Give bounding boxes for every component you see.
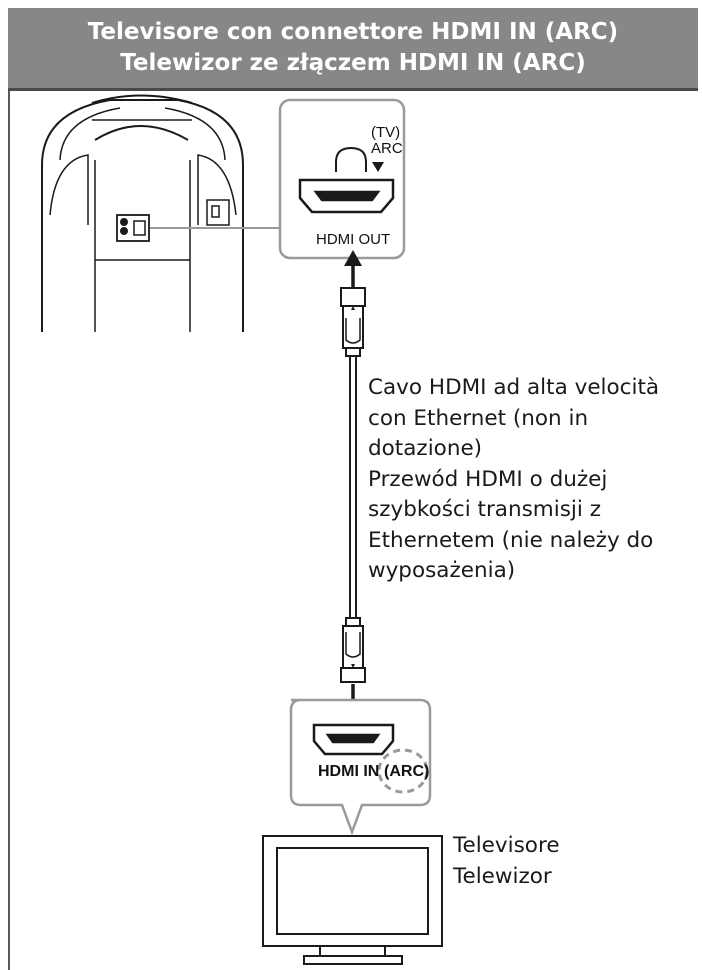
television-icon: [262, 835, 443, 965]
arc-label-small: ARC: [371, 140, 403, 157]
left-border: [8, 91, 10, 970]
cable-label-line: Przewód HDMI o dużej: [368, 466, 608, 492]
cable-description: Cavo HDMI ad alta velocità con Ethernet …: [368, 373, 659, 587]
header-title-polish: Telewizor ze złączem HDMI IN (ARC): [120, 50, 586, 76]
arc-bump-outline: [335, 146, 367, 172]
cable-label-line: szybkości transmisji z: [368, 497, 601, 522]
arc-highlight-circle: [377, 748, 429, 794]
speaker-unit-icon: [41, 94, 244, 332]
tv-label-polish: Telewizor: [453, 863, 552, 889]
hdmi-plug-lower-icon: [340, 617, 366, 683]
hdmi-plug-upper-icon: [340, 287, 366, 357]
arrow-up-icon: [344, 250, 362, 288]
hdmi-port-icon: [298, 178, 395, 214]
cable-label-line: wyposażenia): [368, 558, 516, 583]
tv-label-small: (TV): [371, 124, 401, 141]
cable-label-line: Cavo HDMI ad alta velocità: [368, 375, 660, 400]
hdmi-in-callout: [289, 698, 432, 836]
cable-label-line: dotazione): [368, 436, 483, 461]
tv-description: Televisore Telewizor: [453, 831, 560, 892]
header-title-italian: Televisore con connettore HDMI IN (ARC): [87, 19, 619, 45]
hdmi-out-label: HDMI OUT: [316, 231, 391, 248]
hdmi-in-label: HDMI IN: [318, 763, 380, 780]
page-header: Televisore con connettore HDMI IN (ARC) …: [8, 8, 698, 88]
cable-label-line: Ethernetem (nie należy do: [368, 527, 654, 553]
cable-label-line: con Ethernet (non in: [368, 405, 589, 431]
arc-label: (ARC): [384, 763, 430, 780]
tv-label-italian: Televisore: [453, 833, 560, 858]
header-underline: [8, 88, 698, 91]
arc-marker-icon: [372, 162, 384, 172]
tv-hdmi-port-icon: [312, 723, 395, 756]
